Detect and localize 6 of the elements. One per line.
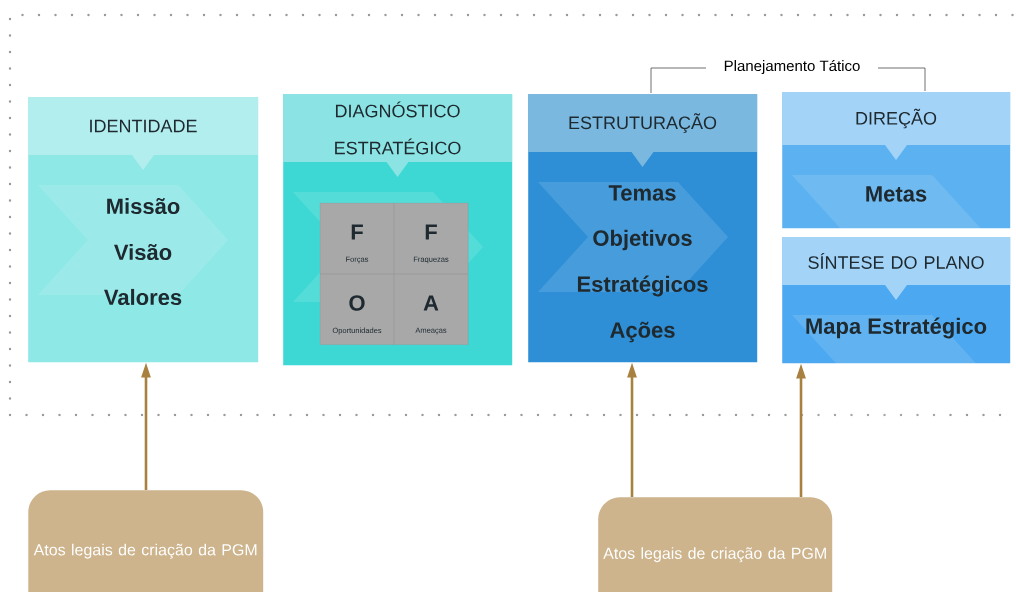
rounded-box: Atos legais de criação da PGM — [28, 490, 264, 592]
stage-box: SÍNTESE DO PLANO Mapa Estratégico — [782, 237, 1011, 425]
rounded-box: Atos legais de criação da PGM — [598, 497, 833, 592]
stage-box: IDENTIDADE Missão Visão Valores — [28, 97, 259, 363]
stage-box: ESTRUTURAÇÃO Temas Objetivos Estratégicos Ações — [528, 94, 758, 363]
bracket-label: Planejamento Tático — [721, 57, 863, 77]
